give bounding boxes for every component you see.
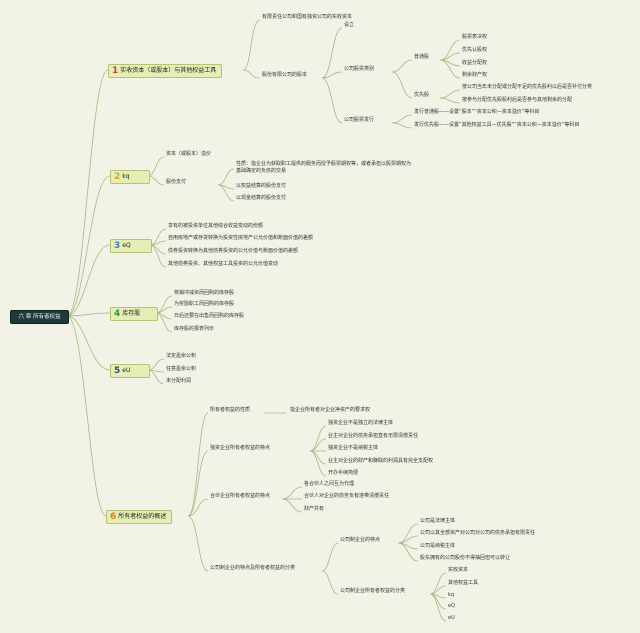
node[interactable]: 股份有限公司的股本: [262, 72, 308, 78]
root-node[interactable]: 六 章 所有者权益: [10, 310, 69, 324]
node[interactable]: 独资企业所有者权益的特点: [210, 445, 271, 451]
node[interactable]: 普通股: [414, 54, 430, 60]
node[interactable]: eU: [448, 615, 455, 621]
node[interactable]: 股票表决权: [462, 34, 488, 40]
node[interactable]: 以现金结算的股份支付: [236, 195, 287, 201]
node[interactable]: 公司是法律主体: [420, 518, 456, 524]
node[interactable]: 财产共有: [304, 506, 325, 512]
topic-label-6: 所有者权益的概述: [118, 513, 167, 520]
topic-label-1: 实收资本（或股本）与其他权益工具: [120, 67, 217, 74]
node[interactable]: 设立: [344, 22, 355, 28]
node[interactable]: 剩余财产权: [462, 72, 488, 78]
topic-label-4: 库存股: [122, 310, 141, 317]
node[interactable]: 按公司当年未分配或分配不足的优先股利以后是否补付分类: [462, 84, 593, 90]
node[interactable]: 收益分配权: [462, 60, 488, 66]
topic-number-5: 5: [114, 366, 121, 376]
node[interactable]: 资本（或股本）溢价: [166, 151, 212, 157]
node[interactable]: 其他权益工具: [448, 580, 479, 586]
node[interactable]: 未分配利润: [166, 378, 192, 384]
node[interactable]: 享有的被投资单位其他综合收益变动的份额: [168, 223, 264, 229]
node[interactable]: 基础确定的负债的交易: [236, 168, 287, 174]
node[interactable]: kq: [448, 592, 455, 598]
node[interactable]: 公司制企业的特点及所有者权益的分类: [210, 565, 296, 571]
node[interactable]: 所有者权益的性质: [210, 407, 251, 413]
node[interactable]: 库存股的报表列示: [174, 326, 215, 332]
node[interactable]: 公司以其全部资产对公司对公司的债务承担有限责任: [420, 530, 536, 536]
node[interactable]: 业主对企业的财产和赚取的利润具有完全支配权: [328, 458, 434, 464]
node[interactable]: 核销冲减资而回购的库存股: [174, 290, 235, 296]
node[interactable]: 开办手续简便: [328, 470, 359, 476]
node[interactable]: 公司股票发行: [344, 117, 375, 123]
node[interactable]: 法定盈余公积: [166, 353, 197, 359]
node[interactable]: 发行优先股——设置“其他权益工具—优先股”“资本公积—资本溢价”等科目: [414, 122, 580, 128]
topic-label-3: eQ: [122, 242, 131, 249]
node[interactable]: 按参与分配优先股股利后是否参与其他剩余的分配: [462, 97, 573, 103]
topic-label-2: kq: [122, 173, 130, 180]
node[interactable]: 股东拥有的公司股份不得抽回但可以转让: [420, 555, 511, 561]
node[interactable]: 独资企业不是独立的法律主体: [328, 420, 394, 426]
node[interactable]: 为奖励职工而回购的库存股: [174, 301, 235, 307]
topic-number-3: 3: [114, 241, 121, 251]
node[interactable]: 优先股: [414, 92, 430, 98]
node[interactable]: 优先认股权: [462, 47, 488, 53]
node[interactable]: 债券投资转换为其他债券投资的公允价值与账面价值的差额: [168, 248, 299, 254]
topic-number-6: 6: [110, 512, 117, 522]
node[interactable]: 独资企业不是纳税主体: [328, 445, 379, 451]
node[interactable]: 日后还要在出售而回购的库存股: [174, 313, 245, 319]
node[interactable]: 以权益结算的股份支付: [236, 183, 287, 189]
node[interactable]: 股份支付: [166, 179, 187, 185]
node[interactable]: 公司股票类别: [344, 66, 375, 72]
topic-number-4: 4: [114, 309, 121, 319]
node[interactable]: 公司是纳税主体: [420, 543, 456, 549]
node[interactable]: 业主对企业的债务承担直有无限清偿责任: [328, 433, 419, 439]
node[interactable]: 有限责任公司和国有独资公司的实收资本: [262, 14, 353, 20]
node[interactable]: 实收资本: [448, 567, 469, 573]
node[interactable]: 公司制企业的特点: [340, 537, 381, 543]
node[interactable]: eQ: [448, 603, 456, 609]
node[interactable]: 其他债券投资、其他权益工具投资的公允价值变动: [168, 261, 279, 267]
node[interactable]: 合伙人对企业的债务负有连带清偿责任: [304, 493, 390, 499]
node[interactable]: 指企业所有者对企业净资产的要求权: [290, 407, 371, 413]
node[interactable]: 任意盈余公积: [166, 366, 197, 372]
node[interactable]: 合伙企业所有者权益的特点: [210, 493, 271, 499]
node[interactable]: 自用房地产或存货转换为投资性房地产公允价值和账面价值的差额: [168, 235, 314, 241]
node[interactable]: 公司制企业所有者权益的分类: [340, 588, 406, 594]
topic-number-2: 2: [114, 172, 121, 182]
node[interactable]: 各合伙人之间互为代理: [304, 481, 355, 487]
node[interactable]: 性质：指企业为获取职工提供的服务而授予股票期权等，或者承担以股票期权为: [236, 161, 412, 167]
node[interactable]: 发行普通股——设置“股本”“资本公积—资本溢价”等科目: [414, 109, 540, 115]
topic-number-1: 1: [112, 66, 119, 76]
topic-label-5: eU: [122, 367, 131, 374]
